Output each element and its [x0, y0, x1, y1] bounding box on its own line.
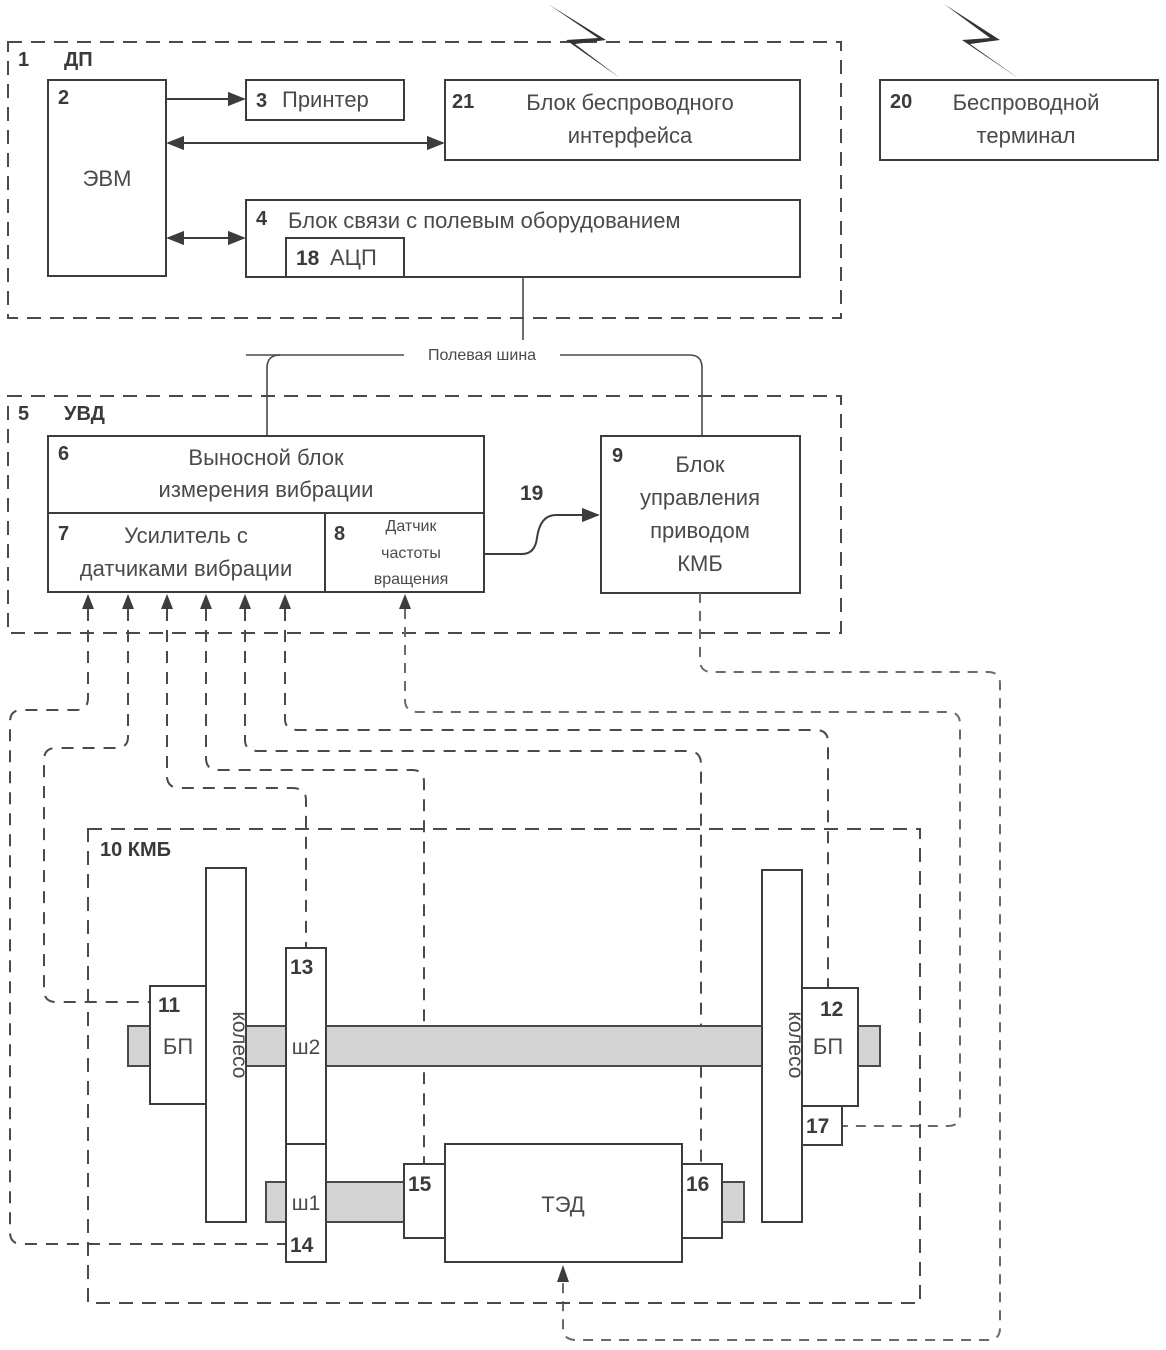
bearing-11-number: 11 — [158, 994, 181, 1017]
traction-motor[interactable]: ТЭД — [445, 1144, 682, 1262]
block-drive-control-line2: управления — [640, 485, 760, 510]
group-dp-number: 1 — [18, 49, 29, 71]
bearing-12-number: 12 — [820, 998, 843, 1021]
block-amplifier-line2: датчиками вибрации — [80, 556, 293, 581]
bearing-11-label: БП — [163, 1034, 193, 1059]
gear-sh2[interactable]: 13 ш2 — [286, 948, 326, 1144]
block-speed-sensor[interactable]: 8 Датчик частоты вращения — [325, 513, 484, 592]
group-uvd-number: 5 — [18, 403, 29, 425]
block-drive-control-line1: Блок — [675, 452, 725, 477]
block-speed-sensor-line2: частоты — [381, 545, 441, 562]
block-remote-line1: Выносной блок — [188, 445, 344, 470]
block-wireless-interface[interactable]: 21 Блок беспроводного интерфейса — [445, 80, 800, 160]
gear-sh2-label: ш2 — [292, 1036, 321, 1059]
bearing-12-label: БП — [813, 1034, 843, 1059]
gear-sh1[interactable]: ш1 14 — [286, 1144, 326, 1262]
gear-sh1-label: ш1 — [292, 1192, 321, 1215]
block-adc-label: АЦП — [330, 245, 377, 270]
sensor-16[interactable]: 16 — [682, 1164, 722, 1238]
block-remote-line2: измерения вибрации — [159, 477, 374, 502]
block-speed-sensor-line3: вращения — [374, 571, 449, 588]
sensor-16-number: 16 — [686, 1173, 709, 1196]
block-remote-vibration-unit[interactable]: 6 Выносной блок измерения вибрации — [48, 436, 484, 513]
gear-sh2-number: 13 — [290, 956, 313, 979]
link-19-label: 19 — [520, 482, 543, 505]
block-printer-number: 3 — [256, 90, 267, 112]
block-speed-sensor-number: 8 — [334, 523, 345, 545]
wheel-left[interactable]: колесо — [206, 868, 251, 1222]
block-evm-label: ЭВМ — [83, 166, 132, 191]
sensor-15[interactable]: 15 — [404, 1164, 445, 1238]
block-drive-control-line4: КМБ — [677, 551, 723, 576]
block-drive-control-number: 9 — [612, 445, 623, 467]
group-dp-label: ДП — [64, 49, 93, 71]
sensor-17[interactable]: 17 — [802, 1106, 842, 1145]
gear-sh1-number: 14 — [290, 1234, 314, 1257]
block-wireless-terminal-number: 20 — [890, 91, 912, 113]
block-wireless-interface-line1: Блок беспроводного — [526, 90, 733, 115]
field-bus: Полевая шина — [246, 277, 702, 436]
block-amplifier-number: 7 — [58, 523, 69, 545]
block-adc-number: 18 — [296, 247, 320, 270]
block-wireless-terminal[interactable]: 20 Беспроводной терминал — [880, 80, 1158, 160]
block-field-comm-label: Блок связи с полевым оборудованием — [288, 208, 681, 233]
block-wireless-terminal-line1: Беспроводной — [953, 90, 1100, 115]
block-wireless-terminal-line2: терминал — [977, 123, 1076, 148]
bearing-unit-12[interactable]: 12 БП — [802, 988, 858, 1106]
block-evm[interactable]: 2 ЭВМ — [48, 80, 166, 276]
block-wireless-interface-number: 21 — [452, 91, 474, 113]
block-adc[interactable]: 18 АЦП — [286, 238, 404, 277]
wheel-left-label: колесо — [228, 1012, 251, 1079]
link-19-arrow — [484, 515, 598, 554]
field-bus-label: Полевая шина — [428, 347, 536, 364]
block-remote-number: 6 — [58, 443, 69, 465]
block-drive-control-line3: приводом — [650, 518, 750, 543]
bearing-unit-11[interactable]: 11 БП — [150, 986, 206, 1104]
sensor-17-number: 17 — [806, 1115, 829, 1138]
traction-motor-label: ТЭД — [541, 1192, 585, 1217]
block-amplifier[interactable]: 7 Усилитель с датчиками вибрации — [48, 513, 325, 592]
wire-sensor-11 — [44, 609, 150, 1002]
wireless-signal-icon — [944, 4, 1018, 78]
block-evm-number: 2 — [58, 87, 69, 109]
block-drive-control[interactable]: 9 Блок управления приводом КМБ — [601, 436, 800, 593]
block-field-comm-number: 4 — [256, 208, 268, 230]
group-kmb-label: 10 КМБ — [100, 839, 171, 861]
block-wireless-interface-line2: интерфейса — [568, 123, 693, 148]
sensor-15-number: 15 — [408, 1173, 432, 1196]
wheel-right[interactable]: колесо — [762, 870, 807, 1222]
block-printer-label: Принтер — [282, 87, 369, 112]
block-amplifier-line1: Усилитель с — [124, 523, 248, 548]
block-printer[interactable]: 3 Принтер — [246, 80, 404, 120]
block-speed-sensor-line1: Датчик — [386, 518, 438, 535]
group-uvd-label: УВД — [64, 403, 105, 425]
wire-sensor-12 — [285, 609, 828, 988]
